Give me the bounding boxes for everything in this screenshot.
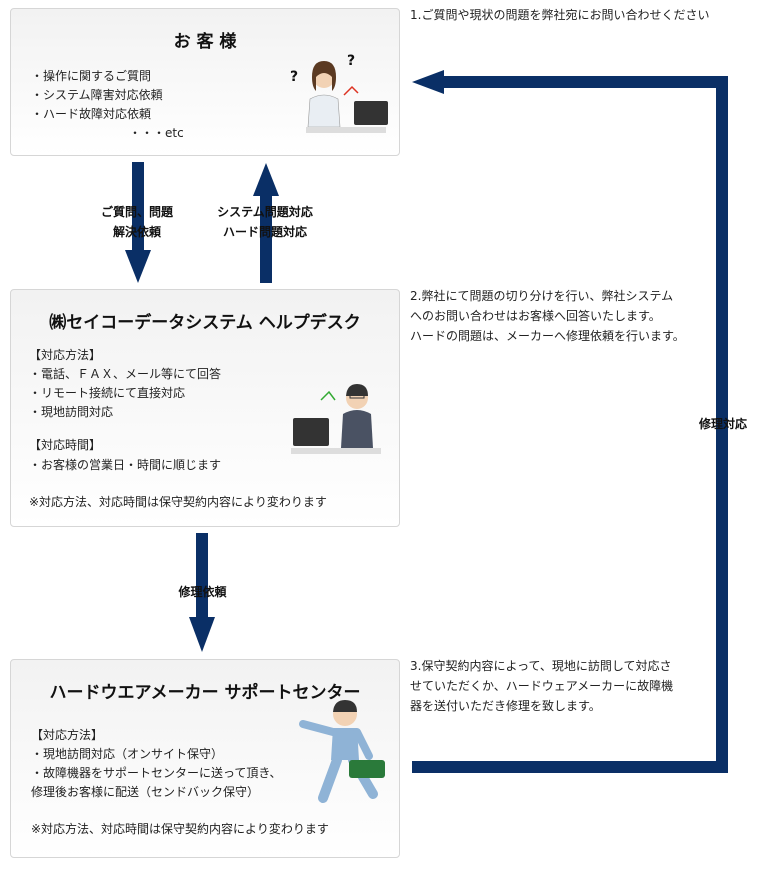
helpdesk-line: 【対応時間】 [29, 438, 102, 452]
customer-item: ・システム障害対応依頼 [31, 88, 163, 102]
up-label-line2: ハード問題対応 [222, 225, 307, 239]
maker-line: 修理後お客様に配送（センドバック保守） [31, 785, 260, 799]
arrow-up-response [253, 163, 279, 283]
helpdesk-title: ㈱セイコーデータシステム ヘルプデスク [49, 313, 361, 333]
helpdesk-box: ㈱セイコーデータシステム ヘルプデスク 【対応方法】 ・電話、ＦＡＸ、メール等に… [10, 289, 400, 527]
maker-line: 【対応方法】 [31, 728, 104, 742]
customer-title: お 客 様 [173, 32, 237, 52]
maker-line: ・故障機器をサポートセンターに送って頂き、 [31, 766, 282, 780]
helpdesk-line: ・お客様の営業日・時間に順じます [29, 458, 222, 472]
step3-note-line3: 器を送付いただき修理を致します。 [410, 699, 601, 713]
arrow-return-repair [412, 70, 728, 773]
customer-item: ・・・etc [129, 126, 184, 140]
helpdesk-line: ・現地訪問対応 [29, 405, 114, 419]
helpdesk-line: 【対応方法】 [29, 348, 102, 362]
up-label-line1: システム問題対応 [217, 205, 313, 219]
step2-note-line2: へのお問い合わせはお客様へ回答いたします。 [410, 309, 661, 323]
customer-item: ・ハード故障対応依頼 [31, 107, 152, 121]
down-label-line2: 解決依頼 [112, 225, 161, 239]
helpdesk-note: ※対応方法、対応時間は保守契約内容により変わります [29, 495, 327, 509]
helpdesk-line: ・リモート接続にて直接対応 [29, 386, 186, 400]
maker-box: ハードウエアメーカー サポートセンター 【対応方法】 ・現地訪問対応（オンサイト… [10, 659, 400, 858]
maker-note: ※対応方法、対応時間は保守契約内容により変わります [31, 822, 329, 836]
maker-line: ・現地訪問対応（オンサイト保守） [31, 747, 224, 761]
step2-note-line1: 2.弊社にて問題の切り分けを行い、弊社システム [410, 289, 674, 303]
repair-response-label: 修理対応 [698, 417, 747, 431]
customer-item: ・操作に関するご質問 [31, 69, 152, 83]
customer-box: お 客 様 ・操作に関するご質問 ・システム障害対応依頼 ・ハード故障対応依頼 … [10, 8, 400, 156]
helpdesk-illustration [291, 384, 381, 454]
arrow-down-repair-request [189, 533, 215, 652]
step2-note-line3: ハードの問題は、メーカーへ修理依頼を行います。 [410, 329, 685, 343]
maker-illustration [299, 700, 385, 803]
down-label-line1: ご質問、問題 [100, 205, 173, 219]
step1-note: 1.ご質問や現状の問題を弊社宛にお問い合わせください [410, 8, 710, 22]
repair-request-label: 修理依頼 [178, 585, 227, 599]
helpdesk-line: ・電話、ＦＡＸ、メール等にて回答 [29, 367, 222, 381]
step3-note-line1: 3.保守契約内容によって、現地に訪問して対応さ [410, 659, 672, 673]
step3-note-line2: せていただくか、ハードウェアメーカーに故障機 [410, 679, 674, 693]
arrow-down-inquiry [125, 162, 151, 283]
svg-text:?: ? [290, 69, 298, 85]
maker-title: ハードウエアメーカー サポートセンター [49, 683, 361, 703]
customer-illustration: ? ? [290, 53, 388, 133]
svg-text:?: ? [347, 53, 355, 69]
